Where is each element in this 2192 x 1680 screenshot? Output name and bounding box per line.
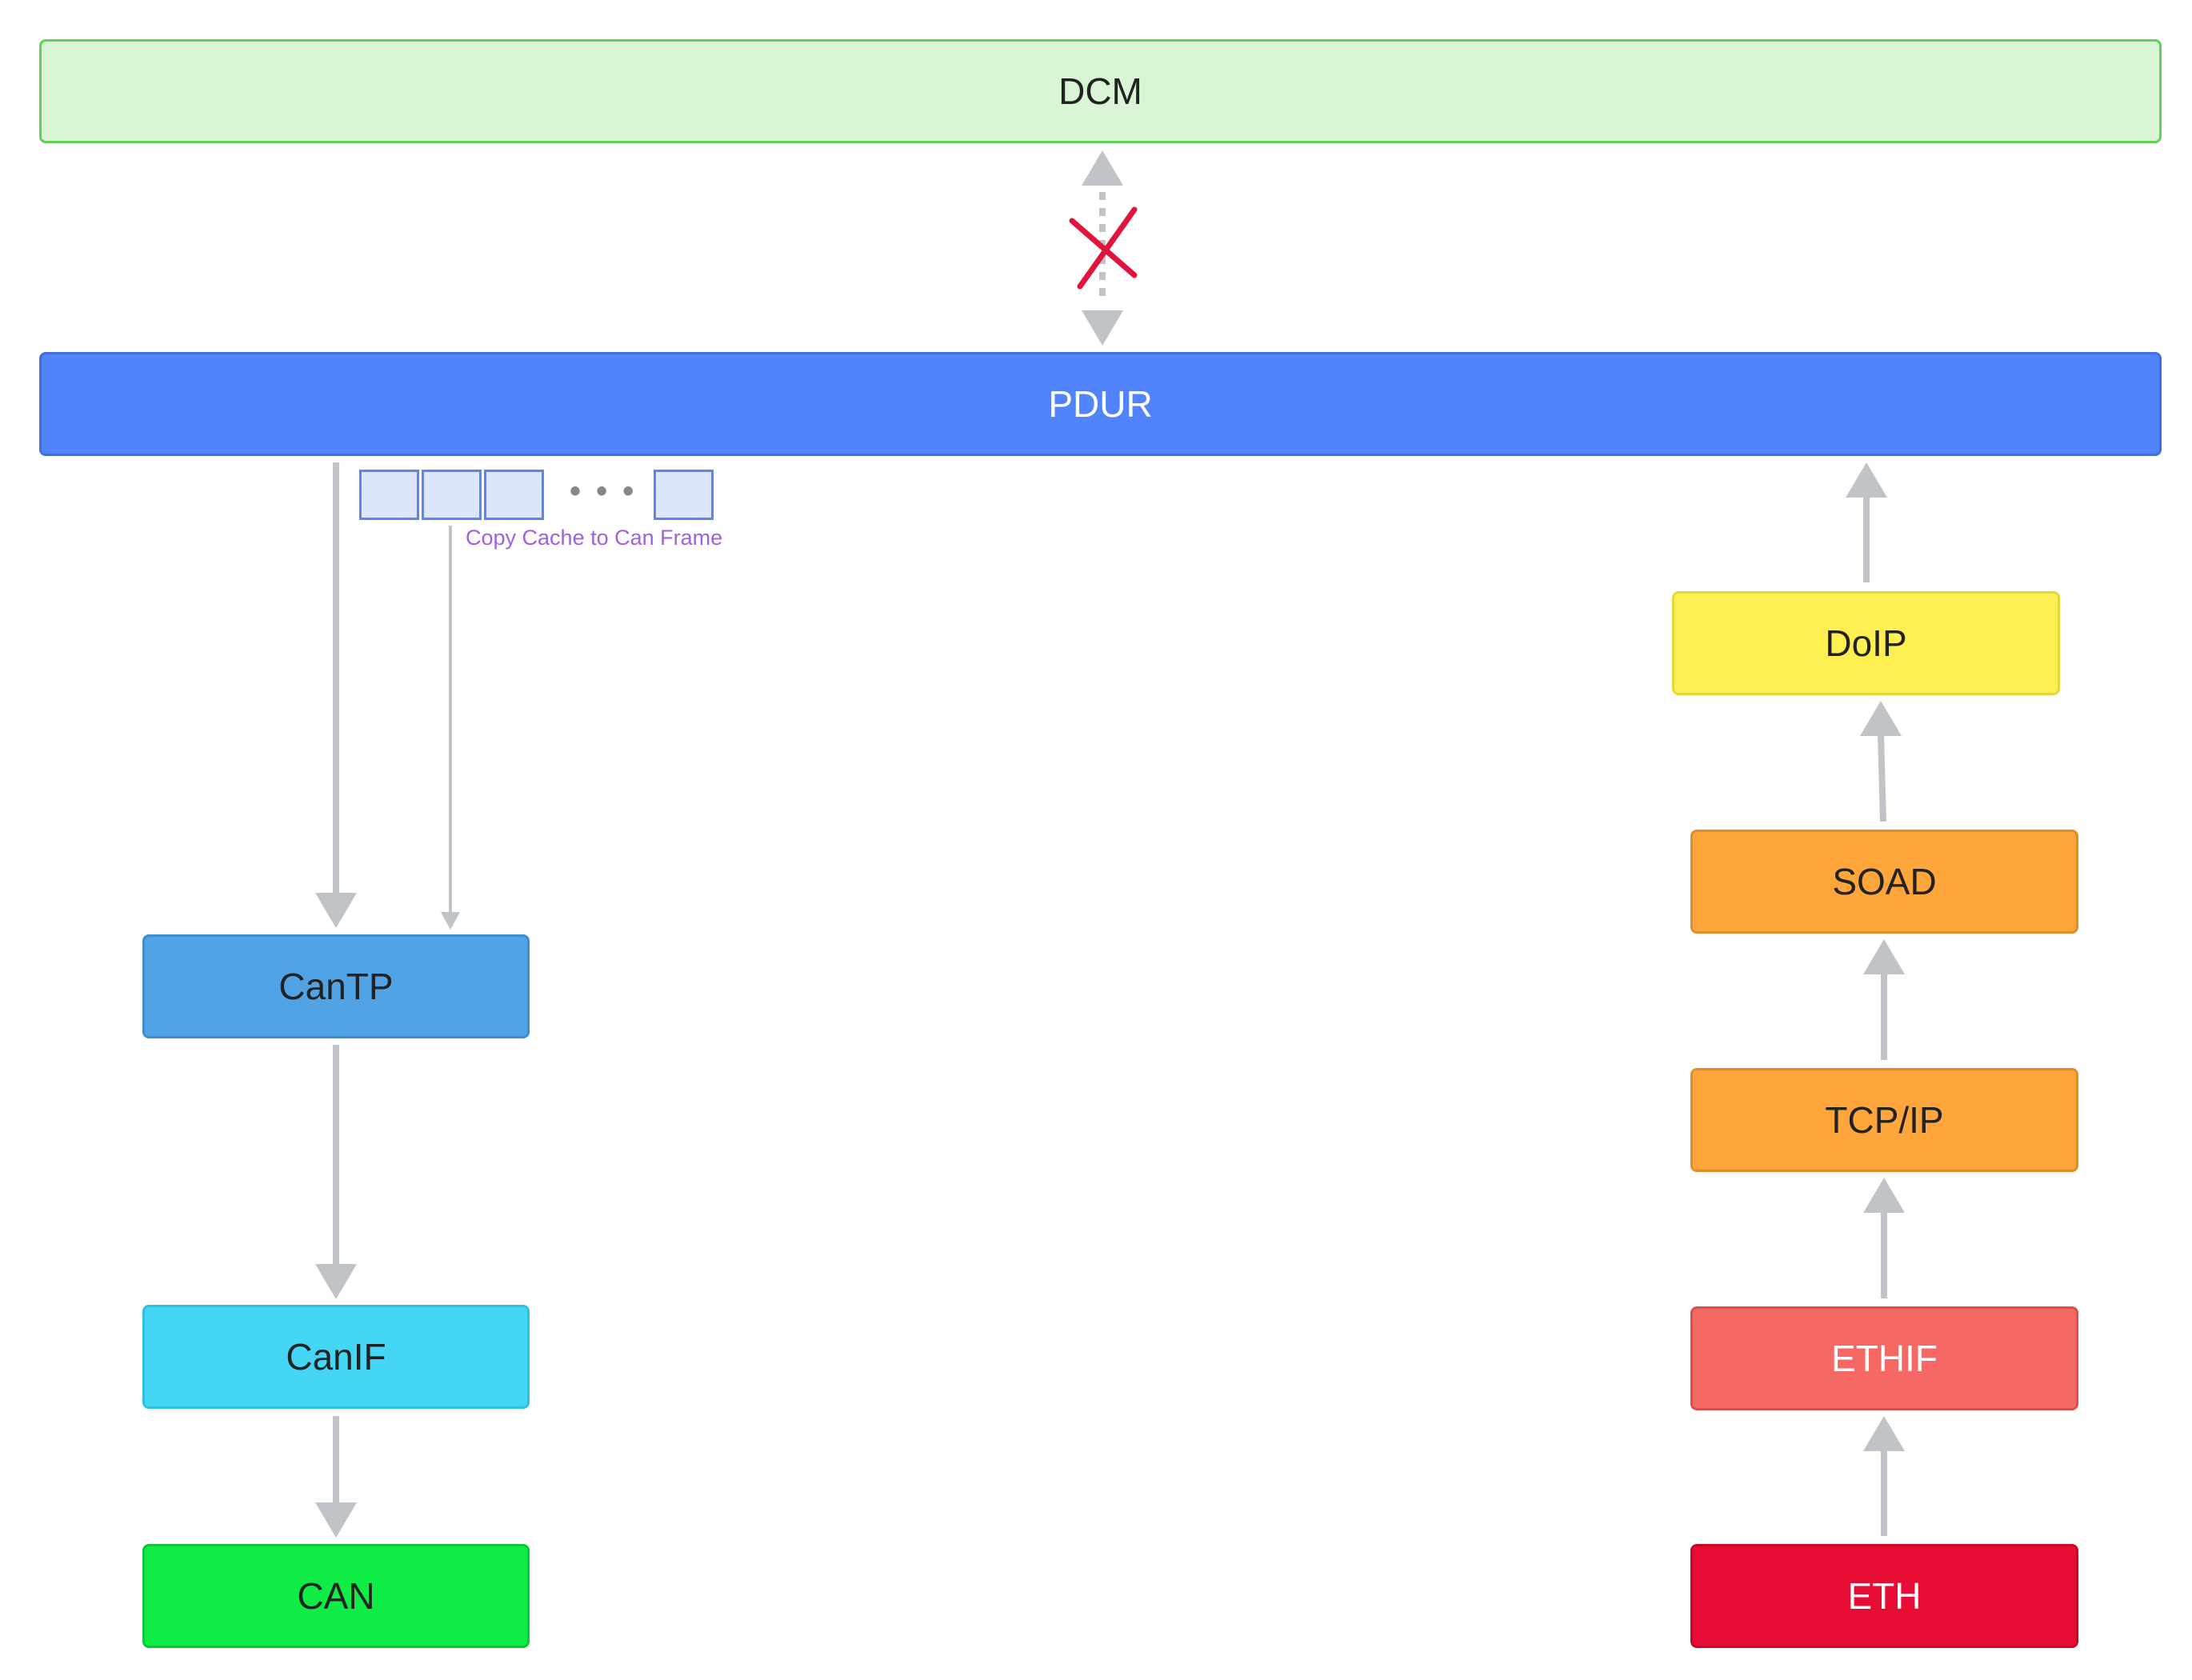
can-label: CAN [297, 1575, 375, 1617]
doip-label: DoIP [1825, 622, 1907, 664]
copy-cache-label: Copy Cache to Can Frame [466, 526, 723, 550]
doip-pdur-arrow [1846, 462, 1887, 582]
eth-ethif-arrow [1863, 1416, 1905, 1536]
cache-cell [359, 470, 419, 520]
pdur-box[interactable]: PDUR [39, 352, 2162, 456]
cache-ellipsis: • • • [570, 474, 638, 509]
tcpip-soad-arrow [1863, 939, 1905, 1060]
tcpip-label: TCP/IP [1825, 1099, 1944, 1141]
cantp-label: CanTP [278, 966, 394, 1007]
pdur-label: PDUR [1048, 383, 1153, 425]
tcpip-box[interactable]: TCP/IP [1690, 1068, 2078, 1172]
soad-label: SOAD [1832, 861, 1937, 902]
soad-doip-arrow [1860, 701, 1902, 822]
doip-box[interactable]: DoIP [1672, 591, 2060, 695]
canif-can-arrow [315, 1416, 357, 1538]
dcm-box[interactable]: DCM [39, 39, 2162, 143]
cantp-canif-arrow [315, 1045, 357, 1299]
eth-box[interactable]: ETH [1690, 1544, 2078, 1648]
cache-cell [484, 470, 544, 520]
soad-box[interactable]: SOAD [1690, 830, 2078, 934]
eth-label: ETH [1847, 1575, 1922, 1617]
copy-cache-arrow [441, 526, 460, 930]
cantp-box[interactable]: CanTP [142, 934, 530, 1038]
dcm-label: DCM [1058, 70, 1142, 112]
canif-box[interactable]: CanIF [142, 1305, 530, 1409]
can-box[interactable]: CAN [142, 1544, 530, 1648]
cache-cell [422, 470, 482, 520]
cache-cell [654, 470, 714, 520]
blocked-cross-icon [1069, 206, 1138, 290]
ethif-box[interactable]: ETHIF [1690, 1306, 2078, 1410]
pdur-cantp-arrow [315, 462, 357, 928]
ethif-label: ETHIF [1831, 1338, 1938, 1379]
ethif-tcpip-arrow [1863, 1178, 1905, 1298]
canif-label: CanIF [286, 1336, 386, 1378]
